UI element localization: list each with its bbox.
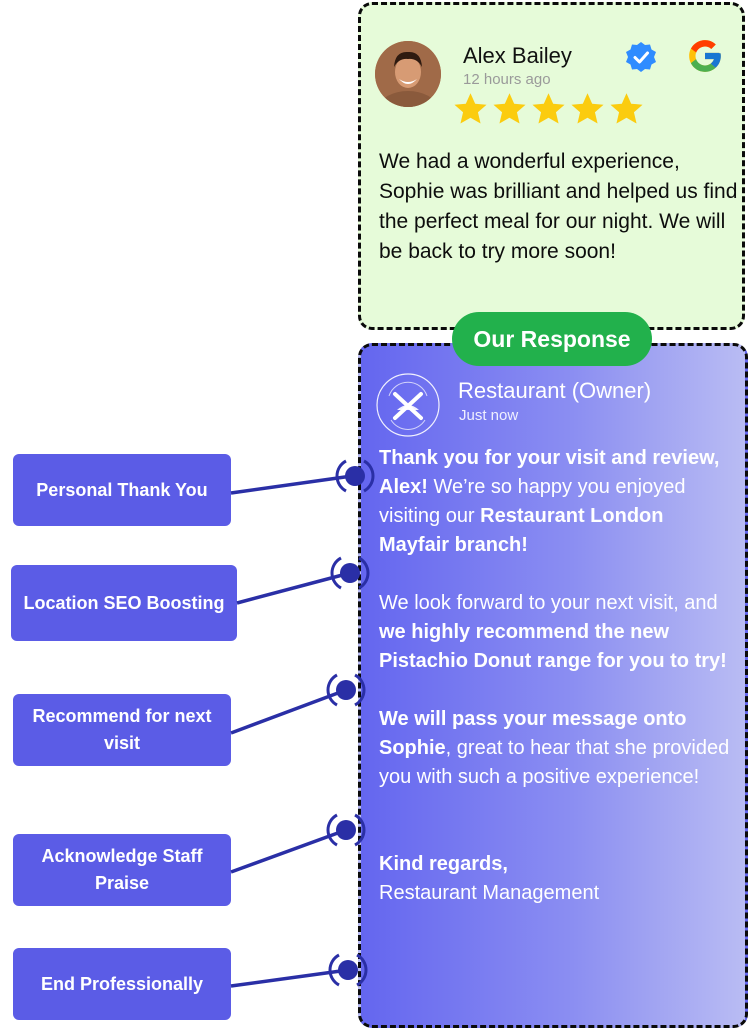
review-card: Alex Bailey 12 hours ago We had a wonder…	[358, 2, 745, 330]
location-bold-text: Restaurant London Mayfair branch!	[379, 505, 664, 556]
staff-text: , great to hear that she provided you wi…	[379, 737, 730, 788]
review-time: 12 hours ago	[463, 71, 551, 88]
callout-personal-thank-you: Personal Thank You	[13, 454, 231, 526]
response-card: Restaurant (Owner) Just now Thank you fo…	[358, 343, 748, 1028]
response-signoff: Kind regards, Restaurant Management	[379, 850, 735, 908]
signoff-text: Restaurant Management	[379, 882, 600, 904]
reviewer-name: Alex Bailey	[463, 43, 572, 68]
our-response-badge: Our Response	[452, 312, 652, 366]
star-icon	[532, 93, 565, 124]
staff-bold-text: We will pass your message onto Sophie	[379, 708, 687, 759]
thanks-bold-text: Thank you for your visit and review, Ale…	[379, 447, 720, 498]
star-icon	[454, 93, 487, 124]
response-paragraph-recommend: We look forward to your next visit, and …	[379, 589, 735, 676]
star-icon	[610, 93, 643, 124]
restaurant-logo-icon	[376, 373, 440, 437]
signoff-bold-text: Kind regards,	[379, 853, 508, 875]
review-text: We had a wonderful experience, Sophie wa…	[379, 150, 738, 263]
recommend-text: We look forward to your next visit, and	[379, 592, 718, 614]
thanks-text: We’re so happy you enjoyed visiting our	[379, 476, 686, 527]
star-rating	[453, 91, 644, 126]
recommend-bold-text: we highly recommend the new Pistachio Do…	[379, 621, 727, 672]
callout-end-professionally: End Professionally	[13, 948, 231, 1020]
callout-staff-praise: Acknowledge Staff Praise	[13, 834, 231, 906]
star-icon	[571, 93, 604, 124]
callout-location-seo: Location SEO Boosting	[11, 565, 237, 641]
star-icon	[493, 93, 526, 124]
response-body: Thank you for your visit and review, Ale…	[379, 444, 735, 908]
callout-recommend: Recommend for next visit	[13, 694, 231, 766]
owner-name: Restaurant (Owner)	[458, 378, 652, 403]
response-paragraph-staff: We will pass your message onto Sophie, g…	[379, 705, 735, 792]
response-paragraph-thanks: Thank you for your visit and review, Ale…	[379, 444, 735, 560]
avatar	[375, 41, 441, 107]
verified-badge-icon	[626, 42, 656, 72]
response-time: Just now	[459, 407, 519, 424]
google-icon	[689, 40, 721, 72]
